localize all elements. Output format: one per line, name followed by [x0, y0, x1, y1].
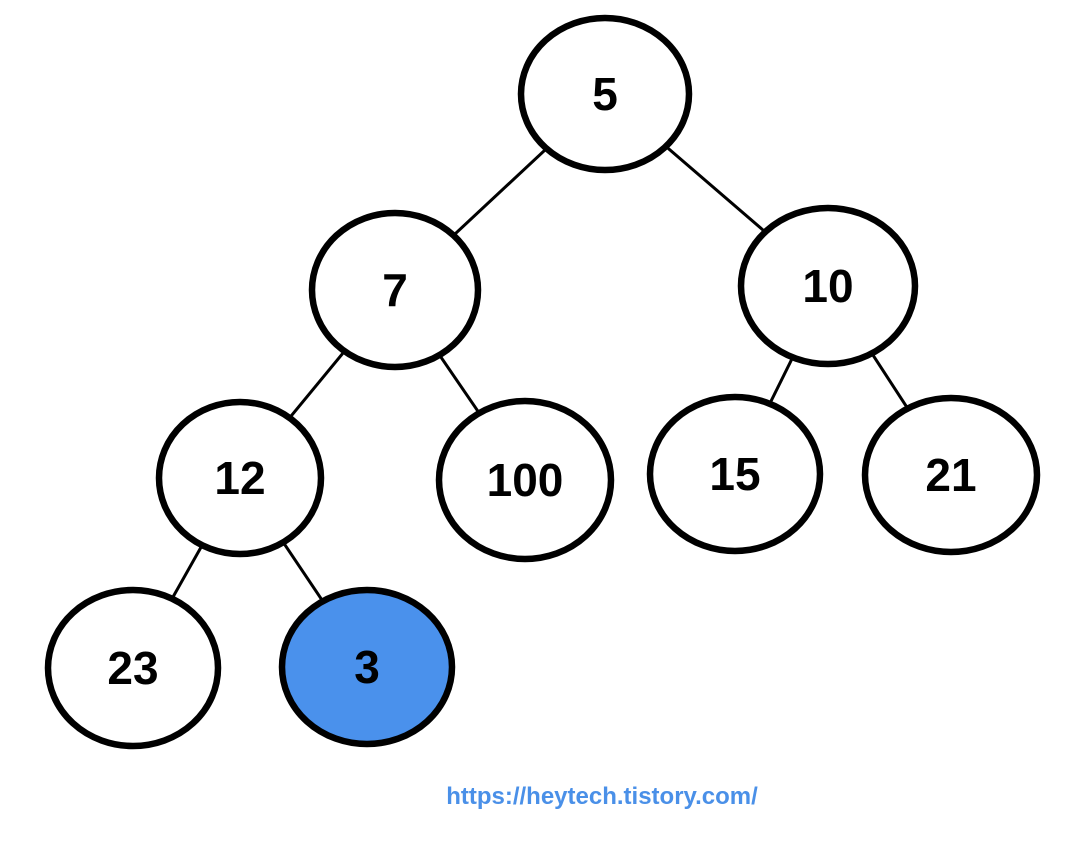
node-circle-5	[517, 14, 693, 174]
tree-node-100: 100	[435, 397, 615, 563]
tree-node-10: 10	[737, 204, 919, 368]
node-circle-100	[435, 397, 615, 563]
tree-node-3: 3	[278, 586, 456, 748]
edges-layer	[131, 92, 953, 669]
node-label-100: 100	[487, 454, 564, 506]
node-label-23: 23	[107, 642, 158, 694]
tree-node-5: 5	[517, 14, 693, 174]
node-circle-7	[308, 209, 482, 371]
node-label-5: 5	[592, 68, 618, 120]
tree-node-21: 21	[861, 394, 1041, 556]
node-label-15: 15	[709, 448, 760, 500]
node-circle-21	[861, 394, 1041, 556]
nodes-layer: 5 7 10 12 100 15 21 23 3	[44, 14, 1041, 750]
node-circle-10	[737, 204, 919, 368]
node-label-3: 3	[354, 641, 380, 693]
node-circle-3	[278, 586, 456, 748]
tree-node-12: 12	[155, 398, 325, 558]
node-circle-12	[155, 398, 325, 558]
node-circle-23	[44, 586, 222, 750]
tree-node-7: 7	[308, 209, 482, 371]
node-circle-15	[646, 393, 824, 555]
node-label-12: 12	[214, 452, 265, 504]
tree-node-23: 23	[44, 586, 222, 750]
tree-node-15: 15	[646, 393, 824, 555]
node-label-21: 21	[925, 449, 976, 501]
node-label-10: 10	[802, 260, 853, 312]
node-label-7: 7	[382, 264, 408, 316]
watermark-url: https://heytech.tistory.com/	[446, 783, 758, 810]
